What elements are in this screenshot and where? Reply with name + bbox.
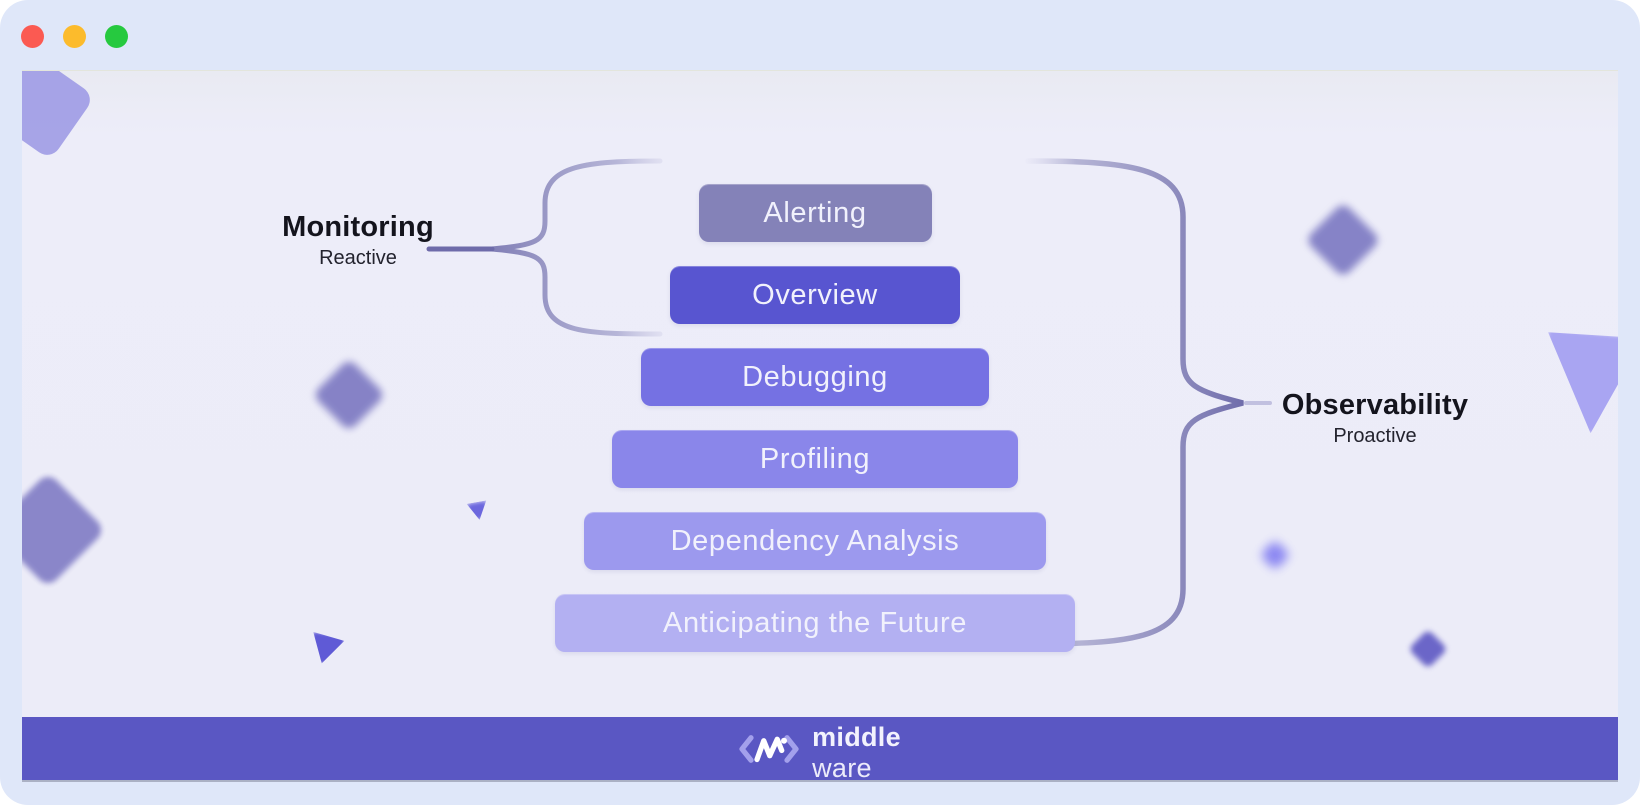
stack-box-anticipating-the-future: Anticipating the Future [555,594,1075,652]
stack-box-profiling: Profiling [612,430,1018,488]
stack-box-label: Overview [752,278,878,311]
stack-box-label: Dependency Analysis [670,524,960,557]
brand-bold: middle [812,721,901,752]
zoom-button[interactable] [105,25,128,48]
observability-subtitle: Proactive [1333,425,1417,447]
stack-box-label: Profiling [759,442,871,475]
observability-label: Observability Proactive [1235,389,1515,447]
stack-box-label: Debugging [742,360,888,393]
observability-title: Observability [1281,389,1469,421]
monitoring-title: Monitoring [282,211,434,243]
monitoring-label: Monitoring Reactive [218,211,498,269]
stack-box-alerting: Alerting [698,184,932,242]
brand-light: ware [812,752,872,781]
stack-box-label: Alerting [763,196,867,229]
stack-box-debugging: Debugging [641,348,989,406]
stack-box-dependency-analysis: Dependency Analysis [583,512,1047,570]
traffic-lights [21,25,128,48]
close-button[interactable] [21,25,44,48]
minimize-button[interactable] [63,25,86,48]
stack-box-label: Anticipating the Future [663,606,967,639]
middleware-logo-icon [739,734,799,763]
monitoring-subtitle: Reactive [319,247,397,269]
stack-box-overview: Overview [669,266,961,324]
